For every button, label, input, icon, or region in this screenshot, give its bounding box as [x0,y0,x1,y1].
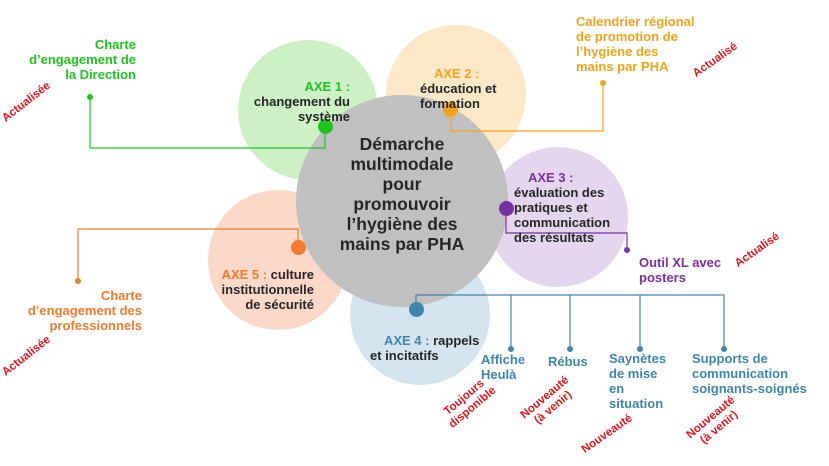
axe5-marker [291,240,306,255]
axe4-marker [409,302,424,317]
axe1-marker [318,119,333,134]
axe2-marker [443,102,458,117]
direction-end-dot [87,94,93,100]
rebus-end-dot [567,346,573,352]
tool-supports: Supports de communication soignants-soig… [692,351,807,396]
tool-rebus: Rébus [548,354,588,369]
tool-affiche-heula: Affiche Heulà [481,352,526,382]
axe3-title: AXE 3 : [527,170,574,185]
axe2-label: AXE 2 :éducation et formation [420,51,497,126]
tool-saynetes: Saynètes de mise en situation [609,351,667,411]
axe4-title: AXE 4 : [383,333,430,348]
calendrier-end-dot [600,80,606,86]
center-title: Démarche multimodale pour promouvoir l’h… [339,134,465,254]
saynetes-end-dot [637,346,643,352]
axe5-title: AXE 5 : [221,267,268,282]
axe2-text: éducation et formation [420,81,497,111]
axe3-text: évaluation des pratiques et communicatio… [514,185,611,245]
chartepro-end-dot [75,278,81,284]
axe1-label: AXE 1 :changement du système [238,64,350,139]
axe2-title: AXE 2 : [433,66,480,81]
affiche-end-dot [508,346,514,352]
axe5-label: AXE 5 : culture institutionnelle de sécu… [196,252,314,327]
outilxl-end-dot [624,247,630,253]
tool-calendrier: Calendrier régional de promotion de l’hy… [576,14,695,74]
supports-end-dot [721,346,727,352]
axe1-text: changement du système [253,94,350,124]
tool-charte-direction: Charte d’engagement de la Direction [29,37,136,82]
axe4-text: rappels et incitatifs [370,333,480,363]
axe3-circle [488,147,628,287]
tool-charte-professionnels: Charte d’engagement des professionnels [27,288,142,333]
axe5-text: culture institutionnelle de sécurité [221,267,314,312]
axe1-title: AXE 1 : [304,79,350,94]
axe3-label: AXE 3 :évaluation des pratiques et commu… [514,155,610,260]
axe3-marker [499,201,514,216]
axe4-label: AXE 4 : rappels et incitatifs [370,318,479,378]
tool-outil-xl: Outil XL avec posters [639,255,722,285]
